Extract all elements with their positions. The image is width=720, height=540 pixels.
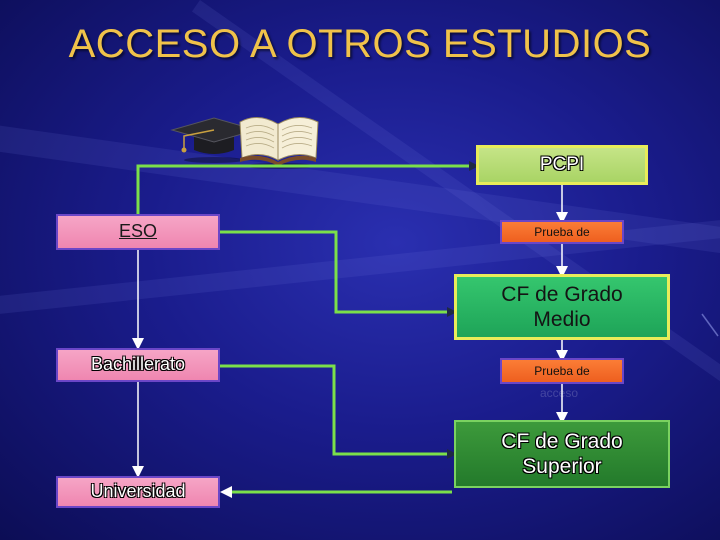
- node-prueba-acceso-1-label: Prueba de: [534, 224, 590, 239]
- node-prueba-acceso-2: Prueba de: [500, 358, 624, 384]
- node-cf-grado-medio: CF de Grado Medio: [454, 274, 670, 340]
- page-title: ACCESO A OTROS ESTUDIOS: [68, 22, 652, 66]
- connector-eso-pcpi: [136, 161, 479, 214]
- node-prueba-acceso-2-label: Prueba de: [534, 363, 590, 378]
- connector-bach-cfsuperior: [220, 364, 457, 459]
- node-cf-grado-superior-label: CF de Grado Superior: [501, 429, 623, 478]
- node-pcpi: PCPI: [476, 145, 648, 185]
- node-bachillerato-label: Bachillerato: [90, 354, 186, 375]
- connector-eso-cfmedio: [220, 230, 457, 317]
- node-prueba-acceso-1: Prueba de: [500, 220, 624, 244]
- node-eso-label: ESO: [118, 221, 157, 242]
- node-universidad-label: Universidad: [90, 481, 186, 502]
- decorative-line: [701, 313, 719, 337]
- node-eso: ESO: [56, 214, 220, 250]
- node-universidad: Universidad: [56, 476, 220, 508]
- graduation-cap-icon: [170, 117, 258, 163]
- node-pcpi-label: PCPI: [539, 153, 585, 175]
- node-cf-grado-superior: CF de Grado Superior: [454, 420, 670, 488]
- node-cf-grado-medio-label: CF de Grado Medio: [501, 282, 623, 331]
- node-prueba-acceso-2-ghost: acceso: [540, 386, 579, 400]
- node-bachillerato: Bachillerato: [56, 348, 220, 382]
